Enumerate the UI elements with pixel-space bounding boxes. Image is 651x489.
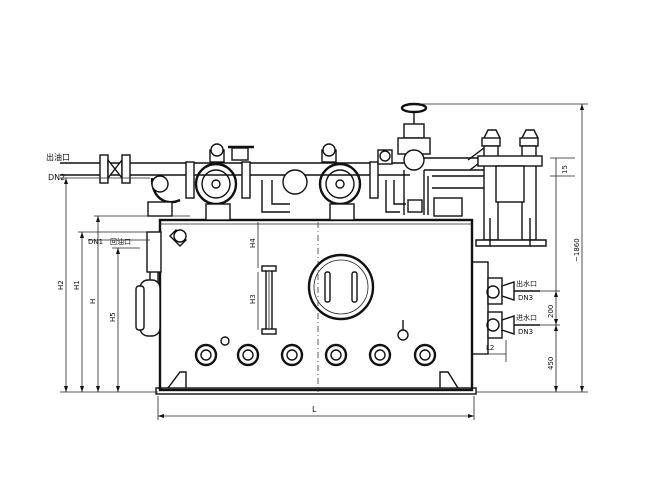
label-dn3-lower: DN3 [518,328,533,336]
level-gauge [261,265,277,335]
label-inlet-water-port: 进水口 [516,313,537,322]
dim-h1: H1 [73,280,81,290]
label-return-oil-port: 回油口 [110,237,131,246]
label-outlet-oil-port: 出油口 [46,152,70,162]
label-outlet-water-port: 出水口 [516,279,537,288]
dim-h5: H5 [109,312,117,322]
heater-flange [368,343,392,367]
dim-l: L [312,405,317,414]
top-handwheel-valve [397,102,431,215]
dim-h: H [89,299,97,304]
dim-1860: ~1860 [573,238,581,262]
heater-flange [324,343,348,367]
dim-15: 15 [561,165,569,174]
manhole-cover [307,253,375,321]
label-dn1: DN1 [88,238,103,246]
dim-h4: H4 [249,238,257,248]
dimension-lines [60,103,588,420]
label-dn2: DN2 [48,173,65,182]
heater-flange [194,343,218,367]
left-side-cylinder [135,229,187,337]
dim-l2: L2 [486,344,494,352]
duplex-filter [475,129,547,247]
dim-h2: H2 [57,280,65,290]
dim-h3: H3 [249,294,257,304]
cooling-water-connections [471,261,540,355]
dim-200: 200 [547,305,555,318]
oil-pump-left [147,162,238,221]
heater-flange [413,343,437,367]
oil-pump-right [261,162,406,221]
heater-flange-row [194,343,437,367]
dim-450: 450 [547,357,555,370]
heater-flange [280,343,304,367]
label-dn3-upper: DN3 [518,294,533,302]
thermometer [220,320,409,346]
heater-flange [236,343,260,367]
